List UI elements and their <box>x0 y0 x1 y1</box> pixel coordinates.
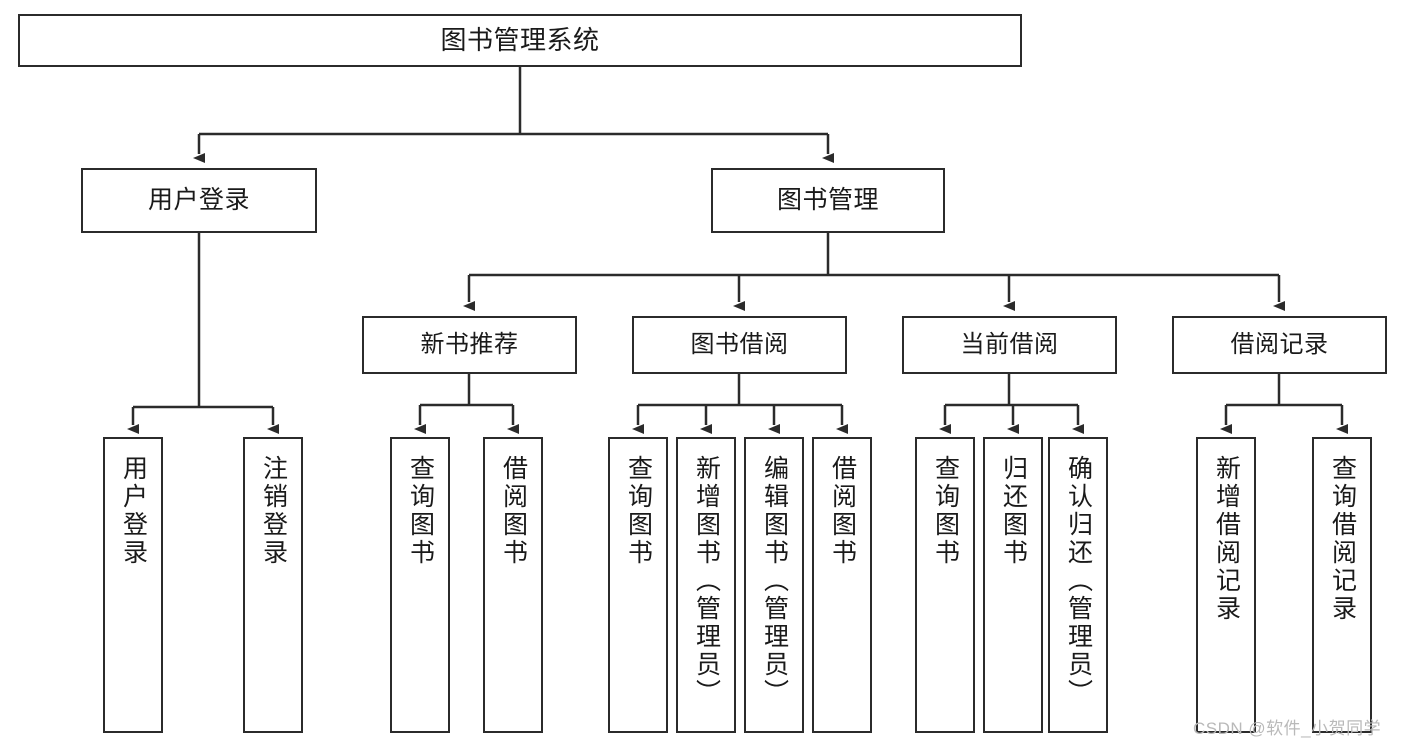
node-label: 图书管理 <box>776 185 879 214</box>
leaf-return-book[interactable]: 归还图书 <box>983 437 1043 733</box>
node-label: 图书借阅 <box>690 330 789 358</box>
node-label: 新书推荐 <box>420 330 519 358</box>
node-label: 查询图书 <box>931 455 960 567</box>
node-label: 借阅图书 <box>499 455 528 567</box>
leaf-add-book-admin[interactable]: 新增图书（管理员） <box>676 437 736 733</box>
leaf-query-book-current[interactable]: 查询图书 <box>915 437 975 733</box>
node-book-borrow[interactable]: 图书借阅 <box>632 316 847 374</box>
node-borrow-record[interactable]: 借阅记录 <box>1172 316 1387 374</box>
leaf-user-login[interactable]: 用户登录 <box>103 437 163 733</box>
leaf-query-book-newbook[interactable]: 查询图书 <box>390 437 450 733</box>
node-book-management[interactable]: 图书管理 <box>711 168 945 233</box>
leaf-logout[interactable]: 注销登录 <box>243 437 303 733</box>
node-label: 用户登录 <box>119 455 148 567</box>
node-label: 新增图书（管理员） <box>692 455 721 707</box>
node-label: 图书管理系统 <box>440 25 600 56</box>
leaf-borrow-book[interactable]: 借阅图书 <box>812 437 872 733</box>
node-label: 当前借阅 <box>960 330 1059 358</box>
node-label: 借阅图书 <box>828 455 857 567</box>
node-label: 新增借阅记录 <box>1212 455 1241 623</box>
node-current-borrow[interactable]: 当前借阅 <box>902 316 1117 374</box>
leaf-confirm-return-admin[interactable]: 确认归还（管理员） <box>1048 437 1108 733</box>
node-book-management-system[interactable]: 图书管理系统 <box>18 14 1022 67</box>
node-new-book-recommend[interactable]: 新书推荐 <box>362 316 577 374</box>
node-label: 注销登录 <box>259 455 288 567</box>
node-label: 借阅记录 <box>1230 330 1329 358</box>
node-label: 查询图书 <box>624 455 653 567</box>
node-label: 查询图书 <box>406 455 435 567</box>
node-label: 归还图书 <box>999 455 1028 567</box>
leaf-query-book-borrow[interactable]: 查询图书 <box>608 437 668 733</box>
leaf-query-borrow-record[interactable]: 查询借阅记录 <box>1312 437 1372 733</box>
node-label: 确认归还（管理员） <box>1064 455 1093 707</box>
leaf-borrow-book-newbook[interactable]: 借阅图书 <box>483 437 543 733</box>
node-label: 用户登录 <box>147 185 250 214</box>
leaf-edit-book-admin[interactable]: 编辑图书（管理员） <box>744 437 804 733</box>
node-user-login[interactable]: 用户登录 <box>81 168 317 233</box>
leaf-add-borrow-record[interactable]: 新增借阅记录 <box>1196 437 1256 733</box>
node-label: 查询借阅记录 <box>1328 455 1357 623</box>
node-label: 编辑图书（管理员） <box>760 455 789 707</box>
